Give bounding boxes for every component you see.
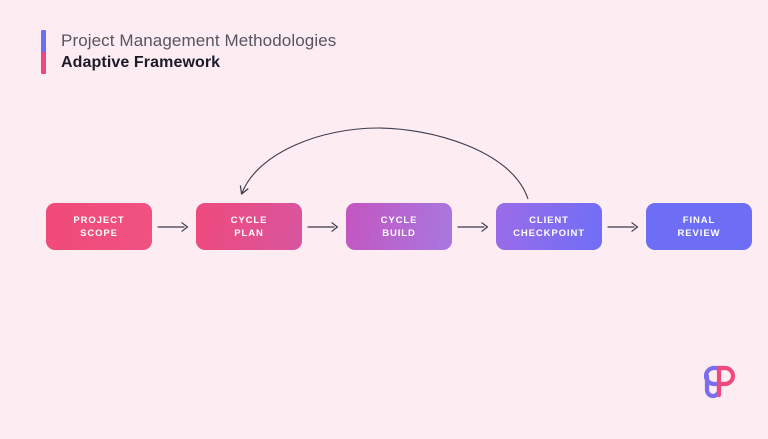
flow-connector-arrow-1 bbox=[152, 203, 196, 250]
header: Project Management Methodologies Adaptiv… bbox=[41, 30, 336, 74]
header-text: Project Management Methodologies Adaptiv… bbox=[61, 30, 336, 74]
brand-logo bbox=[703, 365, 736, 399]
flow-node-label-line2: REVIEW bbox=[677, 227, 721, 239]
flow-node-label-line1: PROJECT bbox=[73, 214, 125, 226]
accent-bar-bottom-segment bbox=[41, 52, 46, 74]
flow-connector-arrow-2 bbox=[302, 203, 346, 250]
flow-node-label-line2: BUILD bbox=[382, 227, 416, 239]
flow-node-label-line2: SCOPE bbox=[80, 227, 118, 239]
flow-node-label-line1: FINAL bbox=[682, 214, 716, 226]
flow-connector-arrow-3 bbox=[452, 203, 496, 250]
arrow-right-icon bbox=[607, 221, 639, 232]
arrow-right-icon bbox=[457, 221, 489, 232]
accent-bar bbox=[41, 30, 46, 74]
flow-node-label-line2: PLAN bbox=[234, 227, 264, 239]
accent-bar-top-segment bbox=[41, 30, 46, 52]
flow-node-label-line1: CYCLE bbox=[230, 214, 268, 226]
logo-left-loop bbox=[703, 365, 722, 399]
feedback-arrow bbox=[242, 127, 529, 200]
flow-node-label-line2: CHECKPOINT bbox=[513, 227, 585, 239]
flow-node-label-line1: CLIENT bbox=[529, 214, 569, 226]
arrow-right-icon bbox=[157, 221, 189, 232]
page-title: Project Management Methodologies bbox=[61, 31, 337, 50]
flow-node-label-line1: CYCLE bbox=[380, 214, 418, 226]
logo-right-loop bbox=[716, 365, 736, 398]
arrow-right-icon bbox=[307, 221, 339, 232]
page-subtitle: Adaptive Framework bbox=[61, 54, 221, 71]
flow-connector-arrow-4 bbox=[602, 203, 646, 250]
